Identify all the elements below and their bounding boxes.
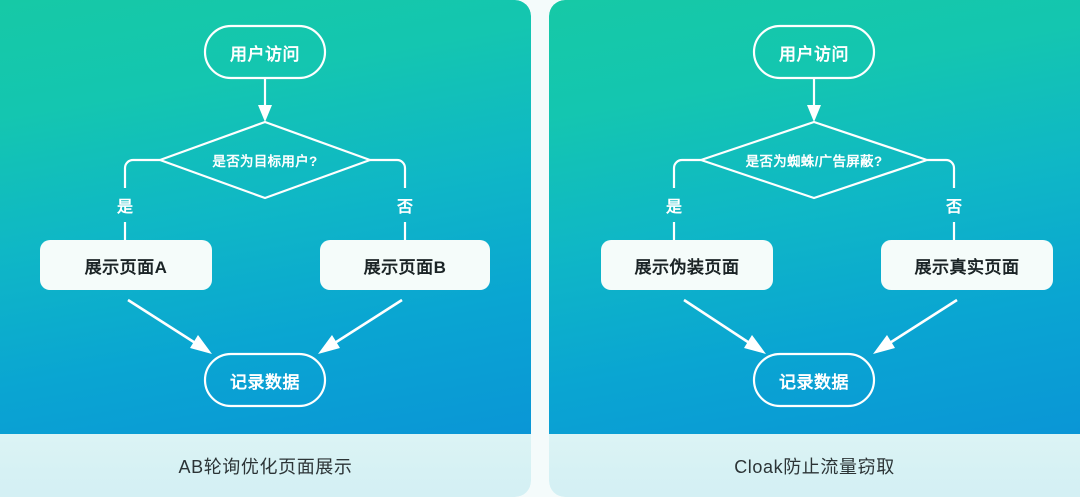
connector-no-target-to-end [884,298,958,348]
flow-canvas-ab-testing: 用户访问 是否为目标用户? 是 否 展示页面A 展示页面B 记录数据 [0,0,531,434]
arrowhead-yes-target-to-end [190,335,212,354]
arrowhead-no-target-to-end [318,335,340,354]
panel-ab-testing: 用户访问 是否为目标用户? 是 否 展示页面A 展示页面B 记录数据 AB轮询优… [0,0,531,497]
connector-decision-no-upper [370,158,407,188]
flow-diagram-ab-testing [40,24,490,408]
yes-target-node-shape [601,240,773,290]
no-target-node-shape [320,240,490,290]
connector-decision-no-upper [927,158,956,188]
connector-decision-yes-upper [672,158,701,188]
connector-no-target-to-end [329,298,403,348]
decision-node-shape [158,120,372,200]
arrowhead-no-target-to-end [873,335,895,354]
start-node-shape [752,24,876,80]
arrowhead-start-to-decision [258,105,272,122]
panel-caption-text: AB轮询优化页面展示 [178,456,353,477]
arrowhead-yes-target-to-end [744,335,766,354]
end-node-shape [203,352,327,408]
connector-decision-yes-upper [123,158,160,188]
start-node-shape [203,24,327,80]
arrowhead-start-to-decision [807,105,821,122]
flow-canvas-cloak: 用户访问 是否为蜘蛛/广告屏蔽? 是 否 展示伪装页面 展示真实页面 记录数据 [549,0,1080,434]
flow-diagram-cloak [601,24,1053,408]
no-target-node-shape [881,240,1053,290]
connector-yes-target-to-end [683,298,755,348]
end-node-shape [752,352,876,408]
decision-node-shape [699,120,929,200]
panel-caption-cloak: Cloak防止流量窃取 [549,434,1080,497]
yes-target-node-shape [40,240,212,290]
panel-caption-ab: AB轮询优化页面展示 [0,434,531,497]
connector-yes-target-to-end [127,298,201,348]
panel-caption-text: Cloak防止流量窃取 [734,456,895,477]
panel-cloak: 用户访问 是否为蜘蛛/广告屏蔽? 是 否 展示伪装页面 展示真实页面 记录数据 … [549,0,1080,497]
